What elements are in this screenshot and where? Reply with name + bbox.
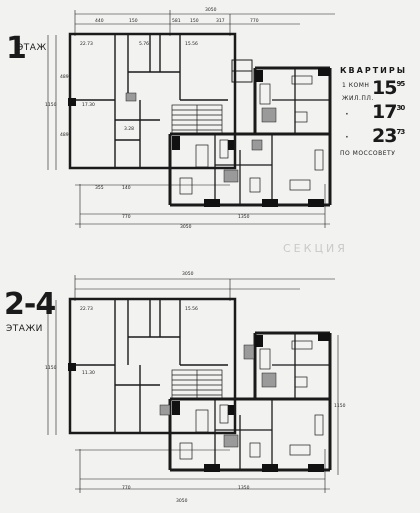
- first-floor-dim-lines: [47, 10, 335, 228]
- room-area-4: 15.56: [185, 42, 198, 47]
- dim-bottom-2: 140: [122, 186, 131, 191]
- typical-floor-piers: [68, 333, 330, 472]
- typical-floor-right-inner: [214, 333, 330, 470]
- first-floor-stair: [171, 104, 223, 134]
- first-floor-hatch: [125, 92, 277, 183]
- typical-floor-plan: [47, 275, 339, 493]
- typical-floor-hatch: [159, 344, 277, 448]
- typical-floor-interior-walls: [70, 299, 228, 433]
- dim-bottom-mid-1: 770: [122, 215, 131, 220]
- typical-floor-stair: [171, 369, 223, 399]
- room-area-6: 3.28: [124, 127, 135, 132]
- floor-2-4-number: 2-4: [4, 287, 56, 322]
- dim-top-6: 770: [250, 19, 259, 24]
- dim-left-2: 489: [60, 133, 69, 138]
- dim2-bottom-mid-2: 1350: [238, 486, 250, 491]
- first-floor-furniture: [179, 75, 324, 195]
- dim-bottom-total: 3050: [180, 225, 192, 230]
- dim2-right-total: 1150: [334, 404, 346, 409]
- room2-area-1: 22.73: [80, 307, 93, 312]
- dim-left-total: 1150: [45, 103, 57, 108]
- room-area-5: 17.30: [82, 103, 95, 108]
- first-floor-interior-walls: [70, 34, 228, 168]
- floor-1-word: ЭТАЖ: [17, 43, 47, 53]
- apt-dot-1: ·: [345, 107, 349, 121]
- dim-top-5: 317: [216, 19, 225, 24]
- apt-row-1-prefix: 1 КОМН: [342, 82, 370, 89]
- apt-row-2-prefix: ЖИЛ.ПЛ.: [342, 95, 374, 102]
- dim-top-total: 3050: [205, 8, 217, 13]
- first-floor-entry: [231, 59, 253, 83]
- apt-dot-2: ·: [345, 130, 349, 144]
- dim2-bottom-total: 3050: [176, 499, 188, 504]
- dim-left-1: 489: [60, 75, 69, 80]
- typical-floor-furniture: [179, 340, 324, 460]
- dim-top-4: 150: [190, 19, 199, 24]
- apt-row-1-area: 1595: [372, 77, 405, 99]
- room2-area-4: 15.56: [185, 307, 198, 312]
- room-area-2: 5.76: [139, 42, 150, 47]
- apt-row-3-area: 1730: [372, 101, 405, 123]
- apartments-footer: ПО МОССОВЕТУ: [340, 150, 396, 157]
- dim-top-3: 581: [172, 19, 181, 24]
- apartments-title: КВАРТИРЫ: [340, 66, 407, 75]
- first-floor-right-walls: [168, 66, 332, 207]
- dim-top-1: 440: [95, 19, 104, 24]
- dim-bottom-1: 355: [95, 186, 104, 191]
- ghost-text: СЕКЦИЯ: [283, 242, 348, 255]
- floor-2-4-word: ЭТАЖИ: [6, 324, 43, 334]
- typical-floor-dim-lines: [47, 275, 339, 493]
- typical-floor-outer-walls: [68, 297, 237, 435]
- dim-bottom-mid-2: 1350: [238, 215, 250, 220]
- room-area-1: 22.73: [80, 42, 93, 47]
- dim2-top-total: 3050: [182, 272, 194, 277]
- apt-row-4-area: 2373: [372, 125, 405, 147]
- floor-1-number: 1: [6, 31, 27, 66]
- first-floor-right-inner: [214, 68, 330, 205]
- first-floor-plan: [47, 10, 335, 228]
- dim-top-2: 150: [129, 19, 138, 24]
- dim2-bottom-mid-1: 770: [122, 486, 131, 491]
- room2-area-7: 11.30: [82, 371, 95, 376]
- dim2-left-total: 1150: [45, 366, 57, 371]
- first-floor-piers: [68, 68, 330, 207]
- first-floor-outer-walls: [68, 32, 237, 170]
